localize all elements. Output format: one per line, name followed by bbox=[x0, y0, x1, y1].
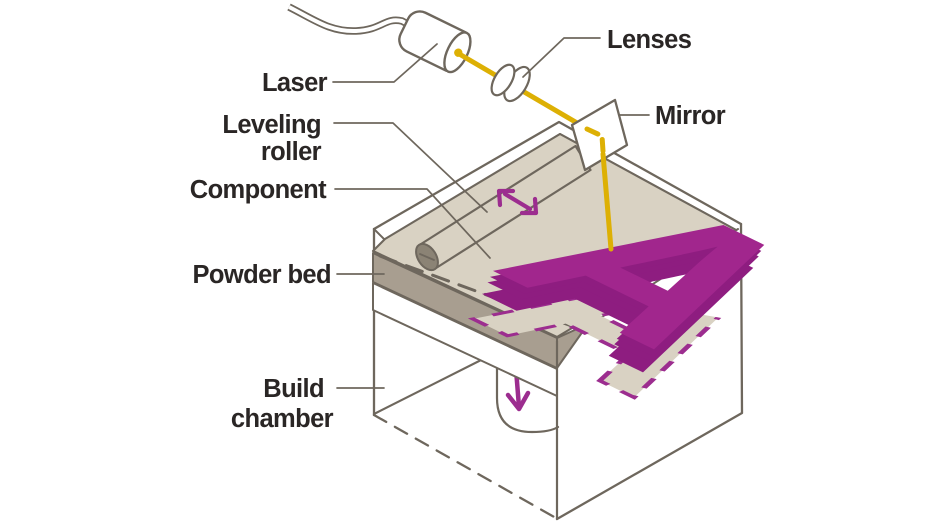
leader-leveling-roller bbox=[333, 122, 488, 213]
leader-lines bbox=[332, 37, 650, 389]
label-mirror: Mirror bbox=[655, 102, 726, 130]
chamber-floor-back-edge bbox=[372, 350, 499, 416]
leader-component bbox=[334, 188, 491, 259]
label-powder-bed: Powder bed bbox=[192, 261, 331, 289]
label-build-chamber-line1: Build bbox=[263, 375, 324, 403]
laser-beam-to-component bbox=[600, 151, 614, 252]
label-leveling-roller-line2: roller bbox=[261, 138, 322, 166]
laser-unit bbox=[398, 10, 472, 74]
leveling-roller bbox=[415, 144, 592, 272]
label-build-chamber-line2: chamber bbox=[231, 405, 334, 433]
laser-cable bbox=[287, 3, 426, 37]
leader-lenses bbox=[522, 37, 601, 78]
lenses bbox=[490, 63, 531, 103]
powder-level-dashed-line bbox=[378, 254, 664, 361]
roller-axle-mark bbox=[419, 253, 435, 261]
label-laser: Laser bbox=[262, 69, 328, 97]
piston-outline bbox=[495, 346, 560, 434]
label-leveling-roller-line1: Leveling bbox=[222, 111, 321, 139]
lens-front bbox=[490, 63, 516, 97]
chamber-top-outer-edges bbox=[372, 120, 743, 231]
label-lenses: Lenses bbox=[607, 26, 692, 54]
leader-laser bbox=[332, 43, 438, 83]
labels: Laser Lenses Mirror Leveling roller Comp… bbox=[190, 26, 727, 433]
laser-beam-reflection-dashed bbox=[584, 126, 606, 154]
label-component: Component bbox=[190, 176, 327, 204]
chamber-right-edges bbox=[555, 222, 744, 521]
roller-motion-arrow-icon bbox=[496, 188, 539, 216]
chamber-hidden-bottom-edge bbox=[372, 413, 558, 520]
